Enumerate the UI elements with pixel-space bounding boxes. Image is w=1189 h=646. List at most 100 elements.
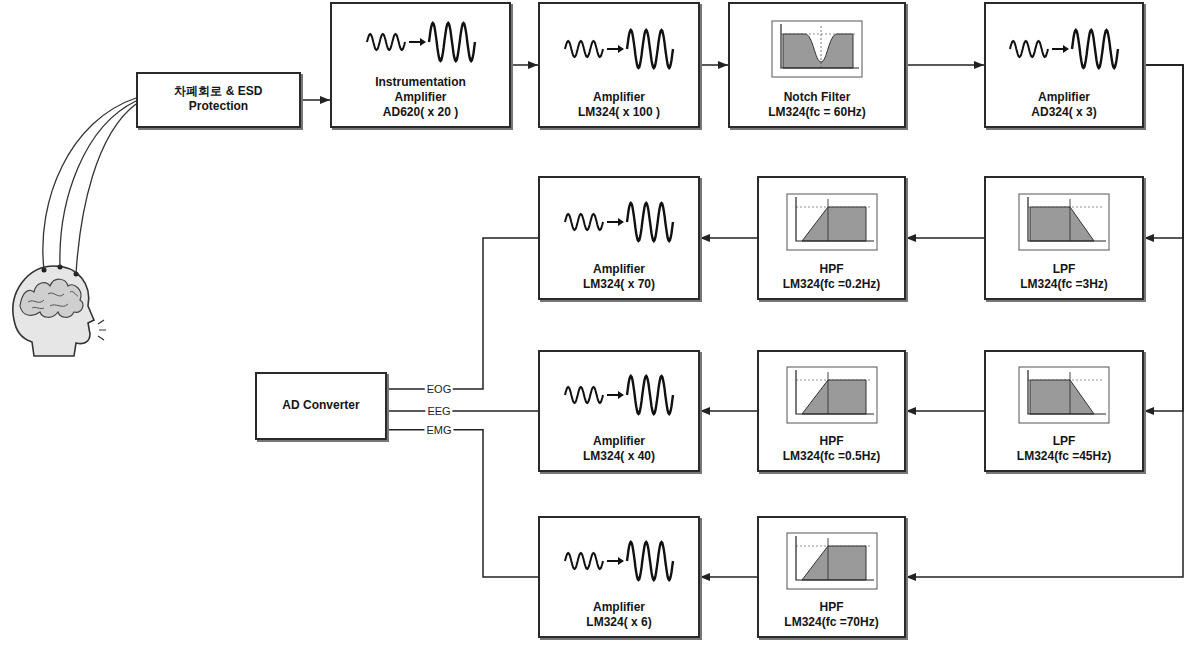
- icon-holder: [546, 356, 692, 434]
- arrow-symbol: [409, 41, 421, 43]
- filter-box: Notch FilterLM324(fc = 60Hz): [728, 2, 906, 128]
- box-text: Notch FilterLM324(fc = 60Hz): [768, 90, 866, 120]
- input-wave: [367, 34, 405, 50]
- amplifier-icon: [563, 199, 675, 245]
- head-outline: [13, 266, 94, 356]
- filter-plot-icon: [1018, 366, 1110, 424]
- arrow-symbol: [607, 560, 619, 562]
- box-title: HPF: [783, 434, 881, 449]
- box-text: HPFLM324(fc =0.5Hz): [783, 434, 881, 464]
- arrow-symbol: [618, 218, 624, 226]
- cutoff-line: [1070, 199, 1071, 241]
- icon-holder: [765, 522, 898, 600]
- amplifier-box: AmplifierLM324( x 100 ): [538, 2, 700, 128]
- box-title: Amplifier: [586, 600, 651, 615]
- cutoff-line: [827, 372, 828, 414]
- output-wave: [627, 376, 673, 414]
- box-title: HPF: [783, 262, 881, 277]
- plot-axes: [781, 24, 859, 68]
- amplifier-box: Instrumentation AmplifierAD620( x 20 ): [330, 2, 511, 128]
- amplifier-icon: [365, 19, 477, 65]
- arrow-symbol: [618, 45, 624, 53]
- signal-connector: [700, 64, 728, 66]
- icon-holder: [992, 356, 1136, 434]
- arrow-symbol: [420, 38, 426, 46]
- part-number: LM324(fc =45Hz): [1017, 449, 1111, 464]
- part-number: AD324( x 3): [1031, 105, 1096, 120]
- box-title: AD Converter: [282, 398, 359, 413]
- plot-frame: [787, 533, 877, 589]
- amplifier-box: AmplifierLM324( x 6): [538, 516, 700, 638]
- arrow-symbol: [618, 391, 624, 399]
- cutoff-line: [821, 26, 822, 68]
- box-text: LPFLM324(fc =3Hz): [1020, 262, 1108, 292]
- signal-connector: [387, 238, 538, 389]
- box-title: Amplifier: [1031, 90, 1096, 105]
- arrow-symbol: [1052, 48, 1064, 50]
- amplifier-icon: [1008, 26, 1120, 72]
- box-text: AmplifierAD324( x 3): [1031, 90, 1096, 120]
- filter-box: LPFLM324(fc =45Hz): [984, 350, 1144, 472]
- input-wave: [565, 387, 603, 403]
- brain-lines: [28, 292, 78, 309]
- icon-holder: [992, 8, 1136, 90]
- lowpass-response: [1030, 207, 1094, 241]
- output-wave: [627, 203, 673, 241]
- output-wave: [627, 542, 673, 580]
- icon-holder: [546, 8, 692, 90]
- input-wave: [565, 214, 603, 230]
- filter-box: HPFLM324(fc =0.5Hz): [757, 350, 906, 472]
- signal-connector: [906, 237, 984, 239]
- sound-lines: [98, 320, 106, 340]
- head-figure: [13, 265, 106, 357]
- box-text: 차폐회로 & ESD Protection: [149, 84, 289, 114]
- part-number: LM324(fc =0.5Hz): [783, 449, 881, 464]
- highpass-response: [802, 546, 866, 580]
- part-number: AD620( x 20 ): [356, 105, 486, 120]
- part-number: LM324( x 6): [586, 615, 651, 630]
- signal-connector: [387, 430, 538, 577]
- notch-response: [783, 34, 853, 68]
- filter-plot-icon: [786, 193, 878, 251]
- lowpass-response: [1030, 380, 1094, 414]
- plot-axes: [1028, 370, 1106, 414]
- box-title: Amplifier: [583, 434, 655, 449]
- box-title: 차폐회로 & ESD Protection: [149, 84, 289, 114]
- box-text: AmplifierLM324( x 40): [583, 434, 655, 464]
- plot-frame: [787, 194, 877, 250]
- box-title: LPF: [1020, 262, 1108, 277]
- icon-holder: [765, 356, 898, 434]
- amplifier-box: AmplifierLM324( x 70): [538, 176, 700, 300]
- electrode-wire: [43, 98, 136, 270]
- electrode-wire: [76, 104, 136, 274]
- plot-axes: [796, 536, 874, 580]
- plot-axes: [796, 370, 874, 414]
- box-text: AmplifierLM324( x 70): [583, 262, 655, 292]
- filter-box: LPFLM324(fc =3Hz): [984, 176, 1144, 300]
- box-title: HPF: [784, 600, 878, 615]
- box-text: HPFLM324(fc =70Hz): [784, 600, 878, 630]
- box-title: Instrumentation Amplifier: [356, 75, 486, 105]
- signal-connector: [1144, 65, 1183, 238]
- arrow-symbol: [618, 557, 624, 565]
- box-text: AmplifierLM324( x 6): [586, 600, 651, 630]
- filter-plot-icon: [771, 20, 863, 78]
- signal-name: EOG: [425, 383, 453, 395]
- signal-connector: [700, 576, 757, 578]
- amplifier-icon: [563, 26, 675, 72]
- plot-frame: [1019, 194, 1109, 250]
- amplifier-box: AmplifierLM324( x 40): [538, 350, 700, 472]
- arrow-symbol: [607, 394, 619, 396]
- cutoff-line: [1070, 372, 1071, 414]
- icon-holder: [992, 182, 1136, 262]
- signal-name: EMG: [424, 424, 453, 436]
- icon-holder: [736, 8, 898, 90]
- amplifier-box: AmplifierAD324( x 3): [984, 2, 1144, 128]
- plot-frame: [1019, 367, 1109, 423]
- highpass-response: [802, 380, 866, 414]
- box-title: Amplifier: [578, 90, 660, 105]
- process-box: 차폐회로 & ESD Protection: [136, 72, 301, 128]
- part-number: LM324(fc =70Hz): [784, 615, 878, 630]
- box-text: AmplifierLM324( x 100 ): [578, 90, 660, 120]
